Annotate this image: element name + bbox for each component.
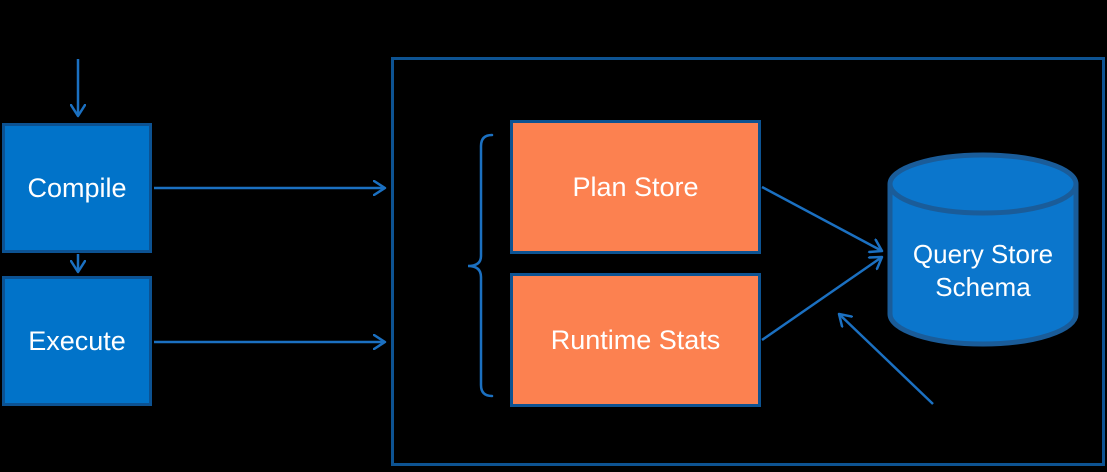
compile-label: Compile	[27, 172, 127, 203]
execute-label: Execute	[28, 325, 126, 356]
compile-node: Compile	[2, 123, 152, 253]
query-store-schema-line2: Schema	[935, 272, 1031, 302]
plan-store-node: Plan Store	[510, 120, 761, 254]
runtime-stats-node: Runtime Stats	[510, 273, 761, 407]
query-store-schema-label: Query Store Schema	[884, 238, 1082, 304]
plan-store-label: Plan Store	[572, 171, 699, 202]
query-store-schema-line1: Query Store	[912, 239, 1054, 269]
query-store-container-rect	[391, 57, 1105, 466]
execute-node: Execute	[2, 276, 152, 406]
database-cylinder-icon	[887, 152, 1079, 347]
cylinder-top	[887, 152, 1079, 216]
runtime-stats-label: Runtime Stats	[550, 324, 721, 355]
